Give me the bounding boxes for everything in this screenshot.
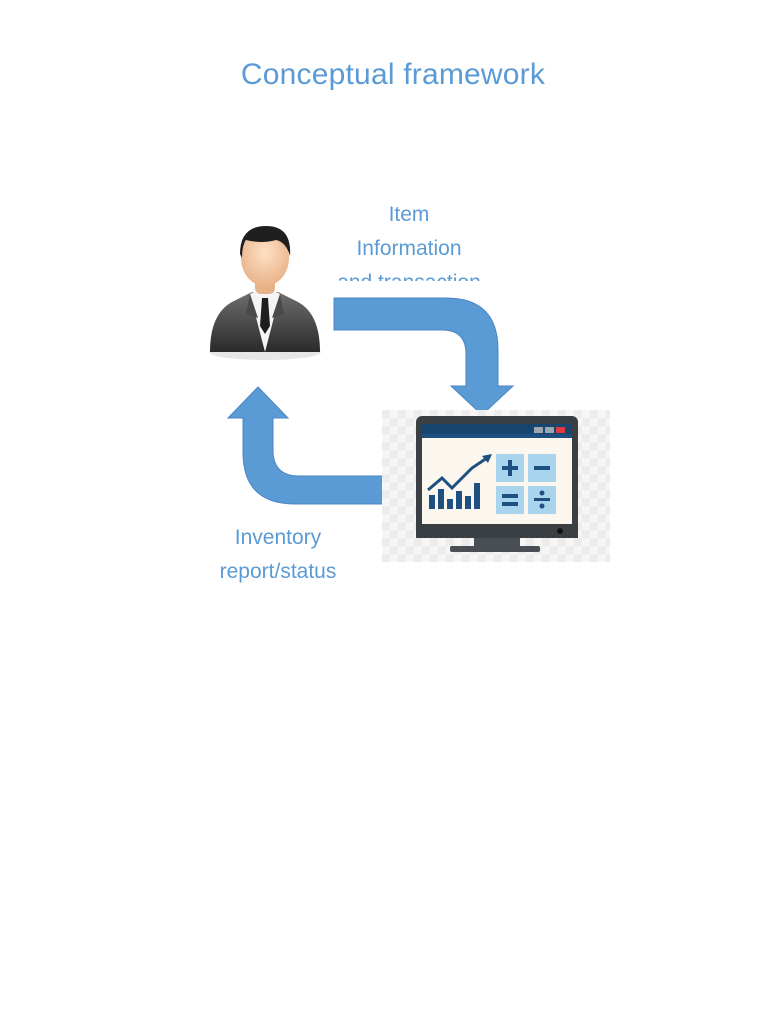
flow-label-inventory-report: Inventory report/status <box>190 521 366 589</box>
arrow-user-to-system <box>333 297 515 416</box>
flow-label-line-clipped: and transaction <box>320 266 498 281</box>
flow-label-line: report/status <box>219 560 337 583</box>
arrow-system-to-user <box>226 386 408 505</box>
page-title: Conceptual framework <box>240 58 546 91</box>
flow-label-line: Information <box>356 237 462 260</box>
flow-label-line: Item <box>388 203 430 226</box>
flow-label-line: Inventory <box>234 526 322 549</box>
person-icon <box>209 226 321 360</box>
computer-monitor-icon <box>382 410 610 562</box>
flow-label-item-information: Item Information and transaction <box>320 198 498 281</box>
